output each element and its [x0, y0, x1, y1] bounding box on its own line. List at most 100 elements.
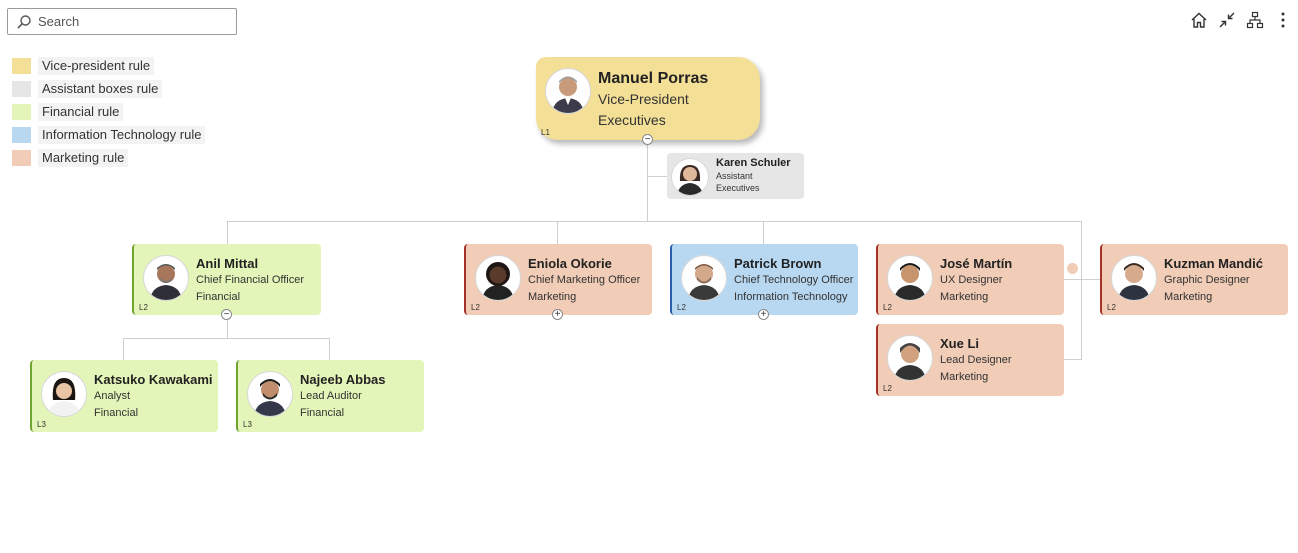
- connector: [227, 221, 228, 244]
- person-name: Manuel Porras: [598, 70, 709, 87]
- legend-label: Information Technology rule: [38, 125, 206, 144]
- connector: [227, 221, 1082, 222]
- level-badge: L2: [471, 303, 480, 312]
- node-patrick-brown[interactable]: Patrick Brown Chief Technology Officer I…: [670, 244, 858, 315]
- collapse-all-button[interactable]: [1216, 11, 1238, 33]
- level-badge: L3: [243, 420, 252, 429]
- more-button[interactable]: [1272, 11, 1294, 33]
- node-karen-schuler[interactable]: Karen Schuler Assistant Executives: [667, 153, 804, 199]
- node-jose-martin[interactable]: José Martín UX Designer Marketing L2: [876, 244, 1064, 315]
- connector: [329, 338, 330, 360]
- search-box[interactable]: [7, 8, 237, 35]
- person-name: Katsuko Kawakami: [94, 372, 213, 387]
- person-name: José Martín: [940, 256, 1013, 271]
- person-title: Vice-President: [598, 91, 689, 107]
- avatar: [671, 158, 709, 196]
- person-title: Analyst: [94, 390, 131, 402]
- legend-swatch: [12, 103, 31, 120]
- person-name: Eniola Okorie: [528, 256, 612, 271]
- home-button[interactable]: [1188, 11, 1210, 33]
- person-title: Lead Designer: [940, 354, 1012, 366]
- person-name: Xue Li: [940, 336, 980, 351]
- legend-item-vice-president[interactable]: Vice-president rule: [12, 54, 205, 77]
- legend-swatch: [12, 57, 31, 74]
- node-kuzman-mandic[interactable]: Kuzman Mandić Graphic Designer Marketing…: [1100, 244, 1288, 315]
- node-manuel-porras[interactable]: Manuel Porras Vice-President Executives …: [536, 57, 760, 140]
- avatar: [887, 255, 933, 301]
- connector: [1081, 221, 1082, 360]
- toolbar: [1188, 11, 1294, 33]
- legend-label: Financial rule: [38, 102, 124, 121]
- person-name: Najeeb Abbas: [300, 372, 386, 387]
- collapse-toggle[interactable]: −: [221, 309, 232, 320]
- collapse-icon: [1218, 11, 1236, 34]
- person-title: Chief Marketing Officer: [528, 274, 641, 286]
- level-badge: L1: [541, 128, 550, 137]
- person-department: Executives: [716, 183, 760, 193]
- legend-item-marketing[interactable]: Marketing rule: [12, 146, 205, 169]
- legend-item-financial[interactable]: Financial rule: [12, 100, 205, 123]
- connector: [647, 176, 667, 177]
- person-department: Executives: [598, 112, 666, 128]
- level-badge: L2: [1107, 303, 1116, 312]
- person-department: Financial: [94, 407, 139, 419]
- person-name: Karen Schuler: [716, 157, 791, 169]
- avatar: [887, 335, 933, 381]
- connector-dot: [1067, 263, 1078, 274]
- person-title: Lead Auditor: [300, 390, 362, 402]
- person-department: Financial: [196, 291, 241, 303]
- person-department: Marketing: [940, 371, 989, 383]
- legend-item-information-technology[interactable]: Information Technology rule: [12, 123, 206, 146]
- avatar: [143, 255, 189, 301]
- avatar: [41, 371, 87, 417]
- legend-label: Marketing rule: [38, 148, 129, 167]
- more-icon: [1280, 11, 1286, 34]
- person-department: Marketing: [940, 291, 989, 303]
- person-title: Assistant: [716, 171, 753, 181]
- node-najeeb-abbas[interactable]: Najeeb Abbas Lead Auditor Financial L3: [236, 360, 424, 432]
- avatar: [681, 255, 727, 301]
- avatar: [1111, 255, 1157, 301]
- collapse-toggle[interactable]: −: [642, 134, 653, 145]
- person-title: Chief Financial Officer: [196, 274, 305, 286]
- legend-swatch: [12, 126, 31, 143]
- connector: [123, 338, 124, 360]
- connector: [557, 221, 558, 244]
- connector: [1063, 279, 1100, 280]
- legend-label: Vice-president rule: [38, 56, 155, 75]
- connector: [227, 315, 228, 338]
- search-input[interactable]: [38, 14, 228, 29]
- person-title: Chief Technology Officer: [734, 274, 854, 286]
- level-badge: L2: [883, 303, 892, 312]
- node-xue-li[interactable]: Xue Li Lead Designer Marketing L2: [876, 324, 1064, 396]
- level-badge: L3: [37, 420, 46, 429]
- legend: Vice-president rule Assistant boxes rule…: [12, 54, 206, 169]
- node-katsuko-kawakami[interactable]: Katsuko Kawakami Analyst Financial L3: [30, 360, 218, 432]
- person-name: Patrick Brown: [734, 256, 822, 271]
- node-eniola-okorie[interactable]: Eniola Okorie Chief Marketing Officer Ma…: [464, 244, 652, 315]
- connector: [647, 140, 648, 222]
- expand-toggle[interactable]: +: [758, 309, 769, 320]
- person-department: Marketing: [528, 291, 577, 303]
- person-department: Marketing: [1164, 291, 1213, 303]
- legend-label: Assistant boxes rule: [38, 79, 163, 98]
- person-name: Kuzman Mandić: [1164, 256, 1263, 271]
- level-badge: L2: [139, 303, 148, 312]
- level-badge: L2: [883, 384, 892, 393]
- layout-button[interactable]: [1244, 11, 1266, 33]
- person-title: Graphic Designer: [1164, 274, 1250, 286]
- legend-item-assistant[interactable]: Assistant boxes rule: [12, 77, 205, 100]
- avatar: [475, 255, 521, 301]
- layout-icon: [1246, 11, 1264, 34]
- node-anil-mittal[interactable]: Anil Mittal Chief Financial Officer Fina…: [132, 244, 321, 315]
- person-department: Information Technology: [734, 291, 848, 303]
- person-department: Financial: [300, 407, 345, 419]
- home-icon: [1190, 11, 1208, 34]
- connector: [1063, 359, 1082, 360]
- legend-swatch: [12, 149, 31, 166]
- connector: [763, 221, 764, 244]
- person-name: Anil Mittal: [196, 256, 259, 271]
- avatar: [247, 371, 293, 417]
- expand-toggle[interactable]: +: [552, 309, 563, 320]
- level-badge: L2: [677, 303, 686, 312]
